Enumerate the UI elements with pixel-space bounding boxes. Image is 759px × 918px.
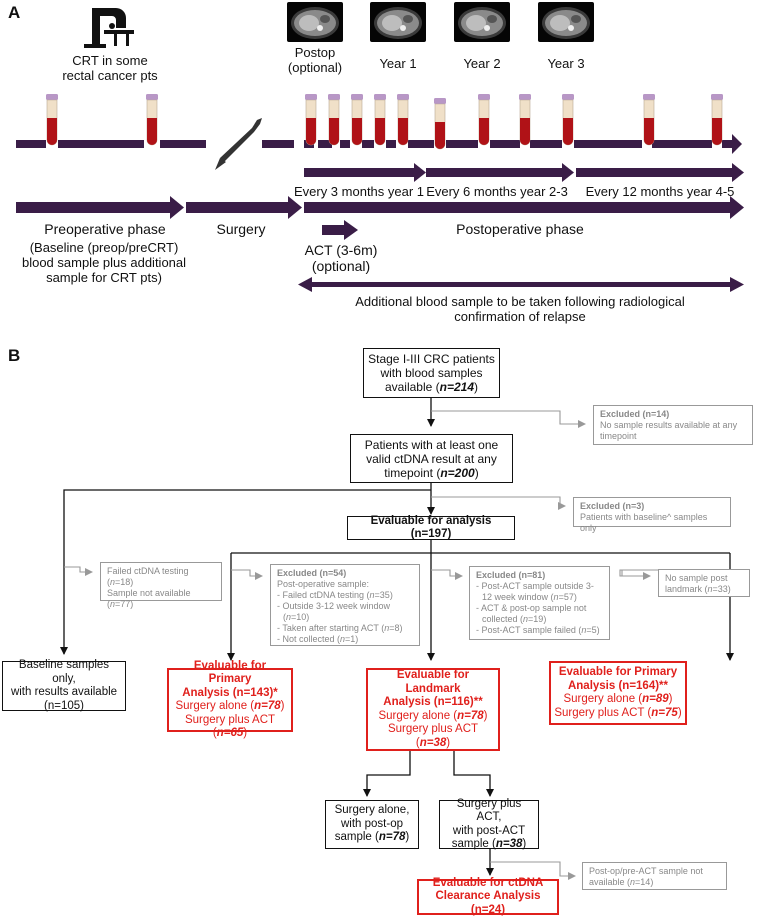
evaluable-for-analysis-box: Evaluable for analysis (n=197) <box>347 515 515 540</box>
interval-every-3-months: Every 3 months year 1 <box>293 184 425 199</box>
surgery-phase-title: Surgery <box>216 221 266 237</box>
excluded-no-results-box: Excluded (n=14) No sample results availa… <box>593 405 753 445</box>
scan-label-year2: Year 2 <box>463 56 501 71</box>
no-sample-post-landmark-box: No sample post landmark (n=33) <box>658 569 750 597</box>
scan-label-year1: Year 1 <box>379 56 417 71</box>
preoperative-phase-note: (Baseline (preop/preCRT) blood sample pl… <box>21 240 187 285</box>
excluded-post-act-box: Excluded (n=81) - Post-ACT sample outsid… <box>469 566 610 640</box>
ct-scan-postop <box>287 2 343 42</box>
preoperative-phase-title: Preoperative phase <box>44 221 166 237</box>
interval-every-12-months: Every 12 months year 4-5 <box>585 184 735 199</box>
timeline-graphic <box>16 93 744 292</box>
excluded-baseline-only-box: Excluded (n=3) Patients with baseline^ s… <box>573 497 731 533</box>
panel-b-letter: B <box>8 346 21 365</box>
ct-scan-year2 <box>454 2 510 42</box>
panel-a-letter: A <box>8 3 21 22</box>
failed-testing-box: Failed ctDNA testing (n=18) Sample not a… <box>100 562 222 609</box>
baseline-samples-only-box: Baseline samples only,with results avail… <box>2 659 126 712</box>
act-label: ACT (3-6m) (optional) <box>304 242 378 274</box>
scan-label-year3: Year 3 <box>547 56 585 71</box>
interval-every-6-months: Every 6 months year 2-3 <box>426 184 568 199</box>
relapse-note: Additional blood sample to be taken foll… <box>355 294 685 324</box>
excluded-postop-box: Excluded (n=54) Post-operative sample: -… <box>270 564 420 646</box>
ct-scan-year1 <box>370 2 426 42</box>
crt-caption: CRT in some rectal cancer pts <box>62 53 158 83</box>
scalpel-icon <box>215 118 262 170</box>
timeline-segments <box>16 134 742 154</box>
scan-label-postop: Postop (optional) <box>287 45 343 75</box>
radiotherapy-machine-icon <box>78 4 140 50</box>
ct-scan-year3 <box>538 2 594 42</box>
postoperative-phase-title: Postoperative phase <box>456 221 584 237</box>
postop-pre-act-not-available-box: Post-op/pre-ACT sample not available (n=… <box>582 862 727 890</box>
